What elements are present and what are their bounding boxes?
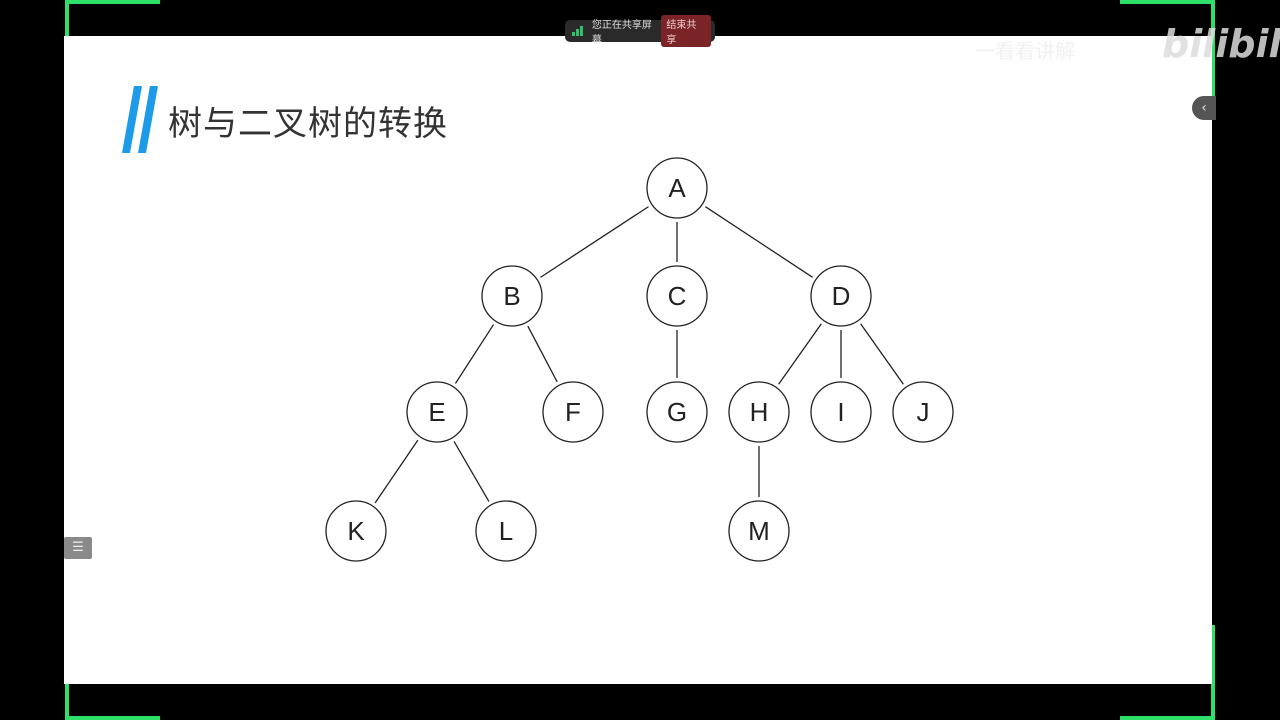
tree-node-label: J (917, 397, 930, 427)
tree-edge-A-B (540, 206, 649, 278)
tree-node-D (810, 265, 872, 327)
tree-node-I (810, 381, 872, 443)
share-frame-top-left (65, 0, 160, 4)
tree-node-J (892, 381, 954, 443)
share-frame-top-right (1120, 0, 1214, 4)
watermark-text: 一看看讲解 (975, 39, 1075, 63)
tree-node-label: H (750, 397, 769, 427)
stop-sharing-button[interactable]: 结束共享 (661, 15, 711, 47)
tree-node-G (646, 381, 708, 443)
tree-node-label: B (503, 281, 520, 311)
share-frame-bottom-left (65, 716, 160, 720)
share-frame-right-top (1211, 0, 1215, 96)
tree-node-label: K (347, 516, 365, 546)
tree-node-M (728, 500, 790, 562)
tree-edge-B-F (527, 325, 558, 383)
tree-node-B (481, 265, 543, 327)
tree-node-K (325, 500, 387, 562)
share-frame-right-bottom (1211, 625, 1215, 720)
tree-node-E (406, 381, 468, 443)
tree-node-label: C (668, 281, 687, 311)
tree-edge-D-H (778, 323, 822, 385)
tree-node-label: I (837, 397, 844, 427)
tree-edge-B-E (454, 324, 495, 384)
slide-title: 树与二叉树的转换 (168, 104, 448, 144)
tree-node-L (475, 500, 537, 562)
slide (64, 36, 1212, 684)
share-status: 您正在共享屏幕 (591, 20, 652, 46)
tree-node-label: A (668, 173, 686, 203)
tree-node-A (646, 157, 708, 219)
tree-node-label: E (428, 397, 445, 427)
list-icon[interactable]: ☰ (64, 537, 92, 559)
tree-edge-D-J (860, 323, 904, 385)
tree-node-C (646, 265, 708, 327)
share-frame-bottom-right (1120, 716, 1214, 720)
bilibili-logo: bilibili (1162, 22, 1280, 66)
tree-edge-E-L (453, 441, 490, 502)
tree-node-label: D (832, 281, 851, 311)
tree-edge-E-K (374, 439, 419, 504)
tree-node-H (728, 381, 790, 443)
chevron-left-icon[interactable]: ‹ (1192, 96, 1216, 120)
signal-icon (572, 26, 584, 36)
title-bars-icon (122, 86, 158, 153)
tree-node-label: G (667, 397, 687, 427)
screen-share-bar: 您正在共享屏幕 结束共享 (565, 15, 715, 47)
tree-node-label: L (499, 516, 513, 546)
tree-node-label: F (565, 397, 581, 427)
tree-edge-A-D (705, 206, 813, 278)
tree-node-label: M (748, 516, 770, 546)
tree-node-F (542, 381, 604, 443)
